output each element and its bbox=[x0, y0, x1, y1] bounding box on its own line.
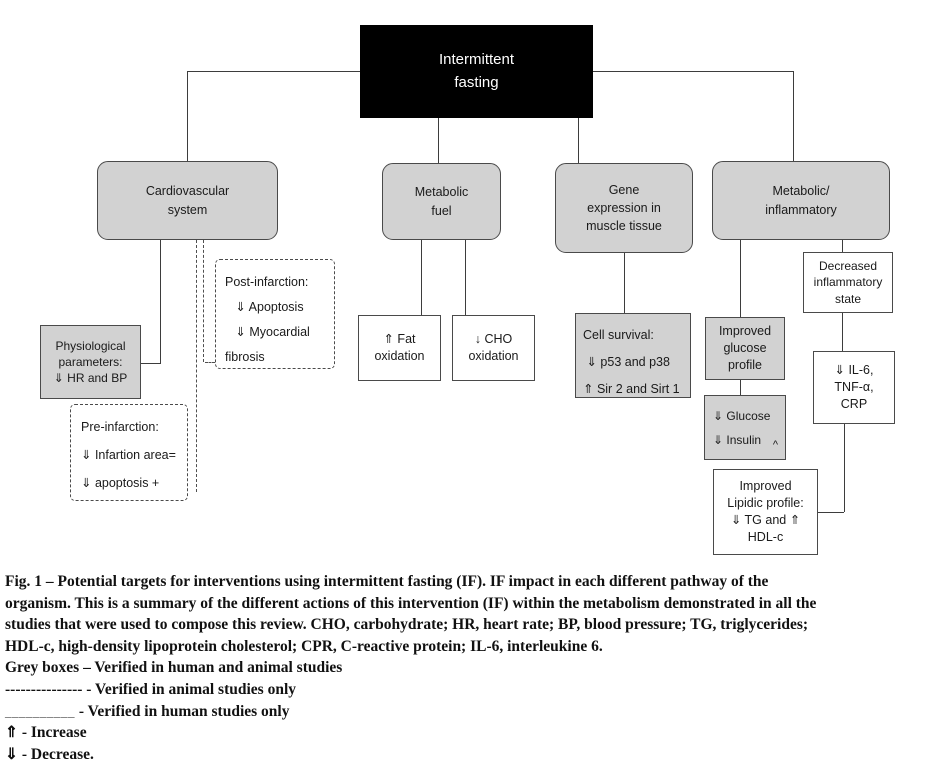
connector-inflammatory-state bbox=[842, 240, 843, 252]
node-decreased-inflammatory-state: Decreased inflammatory state bbox=[803, 252, 893, 313]
branch-gene-expression: Gene expression in muscle tissue bbox=[555, 163, 693, 253]
node-cho-oxidation: ↓ CHO oxidation bbox=[452, 315, 535, 381]
legend-grey-boxes: Grey boxes – Verified in human and anima… bbox=[5, 659, 343, 677]
legend-increase: ⇑ - Increase bbox=[5, 724, 87, 742]
connector-root-geneexpression bbox=[578, 118, 579, 163]
caption-line-2: organism. This is a summary of the diffe… bbox=[5, 594, 817, 612]
branch-cardiovascular-label: Cardiovascular system bbox=[145, 184, 230, 217]
caret-mark: ^ bbox=[772, 439, 778, 451]
node-glucose-profile-label: Improved glucose profile bbox=[718, 324, 772, 372]
connector-root-cardio-v bbox=[187, 71, 188, 161]
node-cell-survival-label: Cell survival: ⇓ p53 and p38 ⇑ Sir 2 and… bbox=[583, 328, 680, 396]
node-fat-oxidation-label: ⇑ Fat oxidation bbox=[374, 332, 425, 363]
connector-state-il6 bbox=[842, 313, 843, 351]
node-glucose-insulin-label: ⇓ Glucose ⇓ Insulin bbox=[713, 409, 771, 447]
connector-dashed-preinfarction bbox=[196, 240, 197, 492]
connector-root-inflammatory-v bbox=[793, 71, 794, 161]
connector-il6-lipidic-v bbox=[844, 424, 845, 512]
node-il6-tnf-crp: ⇓ IL-6, TNF-α, CRP bbox=[813, 351, 895, 424]
caption-line-3: studies that were used to compose this r… bbox=[5, 616, 809, 634]
node-physiological-parameters: Physiological parameters: ⇓ HR and BP bbox=[40, 325, 141, 399]
node-cho-oxidation-label: ↓ CHO oxidation bbox=[468, 332, 519, 363]
connector-dashed-postinfarction-h bbox=[205, 362, 215, 363]
connector-cardio-physio-h bbox=[141, 363, 161, 364]
root-label: Intermittent fasting bbox=[438, 51, 515, 91]
branch-gene-expression-label: Gene expression in muscle tissue bbox=[586, 182, 662, 234]
connector-root-inflammatory-h bbox=[593, 71, 793, 72]
branch-metabolic-fuel-label: Metabolic fuel bbox=[414, 185, 469, 218]
figure-caption: Fig. 1 – Potential targets for intervent… bbox=[5, 571, 943, 765]
legend-human-text: - Verified in human studies only bbox=[75, 702, 290, 720]
node-glucose-insulin: ⇓ Glucose ⇓ Insulin ^ bbox=[704, 395, 786, 460]
branch-metabolic-inflammatory-label: Metabolic/ inflammatory bbox=[765, 184, 837, 217]
connector-fuel-cho bbox=[465, 240, 466, 315]
node-improved-lipidic-profile: Improved Lipidic profile: ⇓ TG and ⇑ HDL… bbox=[713, 469, 818, 555]
node-cell-survival: Cell survival: ⇓ p53 and p38 ⇑ Sir 2 and… bbox=[575, 313, 691, 398]
caption-line-4: HDL-c, high-density lipoprotein choleste… bbox=[5, 637, 603, 655]
branch-metabolic-fuel: Metabolic fuel bbox=[382, 163, 501, 240]
caption-line-1: Fig. 1 – Potential targets for intervent… bbox=[5, 573, 769, 590]
connector-inflammatory-glucoseprofile bbox=[740, 240, 741, 317]
node-inflammatory-state-label: Decreased inflammatory state bbox=[813, 259, 883, 306]
connector-root-metabolicfuel bbox=[438, 118, 439, 163]
node-post-infarction-label: Post-infarction: ⇓ Apoptosis ⇓ Myocardia… bbox=[225, 275, 310, 364]
node-post-infarction: Post-infarction: ⇓ Apoptosis ⇓ Myocardia… bbox=[215, 259, 335, 369]
node-il6-label: ⇓ IL-6, TNF-α, CRP bbox=[834, 363, 874, 411]
node-pre-infarction-label: Pre-infarction: ⇓ Infartion area= ⇓ apop… bbox=[81, 420, 176, 490]
node-physiological-label: Physiological parameters: ⇓ HR and BP bbox=[53, 338, 128, 386]
connector-root-cardio-h bbox=[187, 71, 360, 72]
legend-human-studies: __________ - Verified in human studies o… bbox=[5, 701, 943, 723]
connector-fuel-fat bbox=[421, 240, 422, 315]
node-lipidic-label: Improved Lipidic profile: ⇓ TG and ⇑ HDL… bbox=[727, 479, 804, 544]
connector-dashed-postinfarction-v bbox=[203, 240, 204, 362]
connector-glucoseprofile-glucoseinsulin bbox=[740, 380, 741, 395]
node-pre-infarction: Pre-infarction: ⇓ Infartion area= ⇓ apop… bbox=[70, 404, 188, 501]
branch-metabolic-inflammatory: Metabolic/ inflammatory bbox=[712, 161, 890, 240]
connector-il6-lipidic-h bbox=[818, 512, 844, 513]
legend-human-dashes: __________ bbox=[5, 703, 75, 719]
connector-gene-cellsurvival bbox=[624, 253, 625, 313]
node-fat-oxidation: ⇑ Fat oxidation bbox=[358, 315, 441, 381]
legend-animal-studies: --------------- - Verified in animal stu… bbox=[5, 680, 297, 698]
node-glucose-profile: Improved glucose profile bbox=[705, 317, 785, 380]
legend-decrease: ⇓ - Decrease. bbox=[5, 745, 94, 763]
root-box-intermittent-fasting: Intermittent fasting bbox=[360, 25, 593, 118]
branch-cardiovascular-system: Cardiovascular system bbox=[97, 161, 278, 240]
connector-cardio-physio-v bbox=[160, 240, 161, 363]
